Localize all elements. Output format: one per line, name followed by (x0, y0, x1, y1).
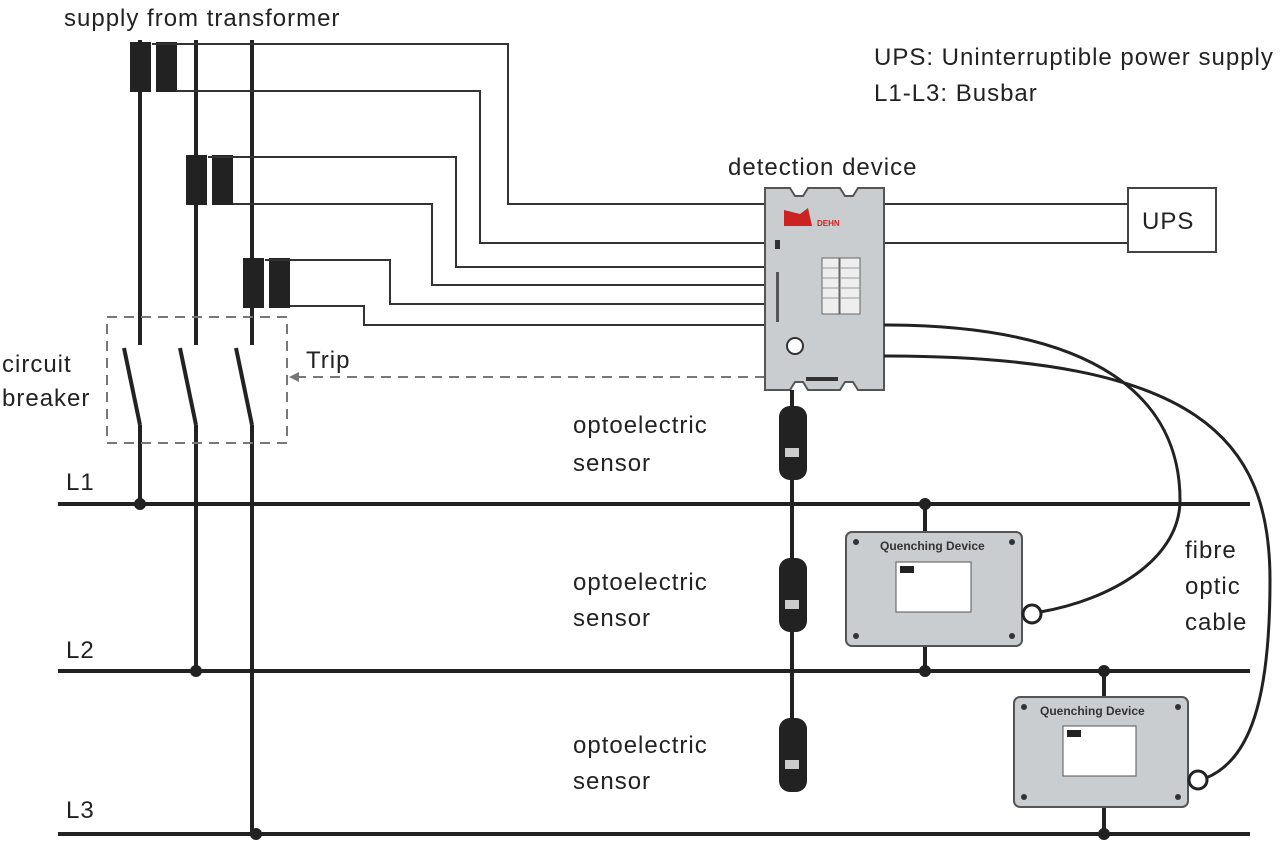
ups-definition: UPS: Uninterruptible power supply (874, 44, 1274, 71)
ct-wiring (152, 43, 765, 326)
current-transformer-icon (130, 42, 290, 308)
detection-device-label: detection device (728, 154, 917, 181)
fibre-label: fibre (1185, 537, 1237, 564)
supply-label: supply from transformer (64, 5, 340, 32)
quenching-device-1: Quenching Device (845, 531, 1023, 647)
trip-label: Trip (306, 347, 350, 374)
svg-text:Quenching Device: Quenching Device (880, 539, 985, 553)
sensor-label-2b: sensor (573, 605, 651, 632)
breaker-switch-icon (122, 347, 254, 426)
quenching-device-2: Quenching Device (1013, 696, 1189, 808)
fibre-optic-cable-1 (883, 323, 1182, 614)
circuit-breaker-box (106, 316, 288, 444)
trip-arrow-icon (289, 372, 299, 382)
circuit-label: circuit (2, 351, 72, 378)
cable-label: cable (1185, 609, 1247, 636)
ups-box (1127, 187, 1217, 253)
l3-label: L3 (66, 797, 95, 824)
detection-device: DEHN (764, 187, 885, 391)
busbar-definition: L1-L3: Busbar (874, 80, 1038, 107)
optoelectric-sensor-icon (779, 558, 807, 632)
l1-label: L1 (66, 469, 95, 496)
optic-label: optic (1185, 573, 1241, 600)
optoelectric-sensor-icon (779, 718, 807, 792)
sensor-label-2a: optoelectric (573, 569, 708, 596)
sensor-label-3a: optoelectric (573, 732, 708, 759)
fibre-optic-cable-2 (883, 354, 1272, 780)
svg-text:Quenching Device: Quenching Device (1040, 704, 1145, 718)
sensor-label-1a: optoelectric (573, 412, 708, 439)
breaker-label: breaker (2, 385, 90, 412)
ups-label: UPS (1142, 208, 1194, 235)
sensor-label-3b: sensor (573, 768, 651, 795)
optoelectric-sensor-icon (779, 406, 807, 480)
sensor-label-1b: sensor (573, 450, 651, 477)
svg-text:DEHN: DEHN (817, 219, 840, 228)
l2-label: L2 (66, 637, 95, 664)
